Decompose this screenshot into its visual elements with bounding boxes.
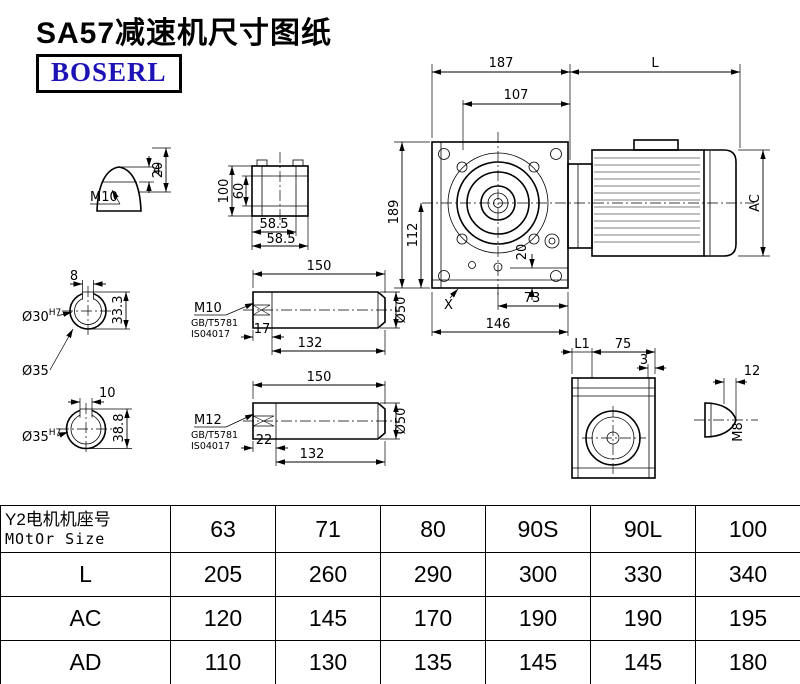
table-cell: 195 — [695, 596, 800, 641]
table-cell: 145 — [275, 596, 381, 641]
outer-dia-label: Ø35 — [22, 364, 49, 379]
dim-132b-label: 132 — [300, 447, 325, 462]
dim-22-label: 22 — [256, 433, 273, 448]
dim-58a-label: 58.5 — [260, 217, 289, 232]
standard-1b-label: GB/T5781 — [191, 430, 238, 441]
table-cell: 190 — [485, 596, 591, 641]
thread-m10-label: M10 — [194, 301, 222, 316]
dim-keywidth-label: 8 — [70, 269, 78, 284]
standard-1-label: GB/T5781 — [191, 318, 238, 329]
flange-view: 100 60 58.5 58.5 — [217, 152, 309, 250]
shaft-section-view-2: 150 M12 GB/T5781 IS04017 22 132 — [191, 370, 409, 466]
dim-112-label: 112 — [406, 223, 421, 248]
table-cell: 290 — [380, 552, 486, 597]
bore-section-view-1: 8 33.3 Ø30H7 Ø35 — [22, 269, 130, 379]
table-cell: 340 — [695, 552, 800, 597]
motor-frame-label-cn: Y2电机机座号 — [5, 510, 111, 529]
shaft-section-view-1: 150 M10 GB/T5781 IS04017 17 132 — [191, 259, 409, 355]
table-cell: 260 — [275, 552, 381, 597]
main-assembly-view: 187 L 107 189 112 20 73 X 146 — [387, 56, 770, 336]
motor-size-table: Y2电机机座号 MOtOr Size 63 71 80 90S 90L 100 … — [0, 505, 800, 684]
dim-189-label: 189 — [387, 200, 402, 225]
table-cell: 110 — [170, 640, 276, 684]
thread-m12-label: M12 — [194, 413, 222, 428]
side-view: L1 75 3 12 M8 — [561, 337, 761, 479]
table-cell: 100 — [695, 505, 800, 553]
table-cell: 63 — [170, 505, 276, 553]
table-cell: 90L — [590, 505, 696, 553]
dim-146-label: 146 — [486, 317, 511, 332]
dim-depth-label: 4 — [153, 163, 161, 178]
dim-20-label: 20 — [515, 244, 530, 261]
dim-187-label: 187 — [489, 56, 514, 71]
dim-150-label: 150 — [307, 259, 332, 274]
table-cell: 120 — [170, 596, 276, 641]
table-cell: 145 — [485, 640, 591, 684]
table-cell: 80 — [380, 505, 486, 553]
dim-keydepth2-label: 38.8 — [112, 414, 127, 443]
technical-drawing: 4 20 M10 100 60 — [22, 56, 770, 479]
dim-12-label: 12 — [744, 364, 761, 379]
table-cell: 90S — [485, 505, 591, 553]
dim-keywidth2-label: 10 — [99, 386, 116, 401]
bore-dia2-label: Ø35H7 — [22, 428, 61, 445]
dim-keydepth-label: 33.3 — [111, 296, 126, 325]
shaft-end-detail-view: 4 20 M10 — [90, 147, 171, 212]
table-cell: 205 — [170, 552, 276, 597]
table-cell: 170 — [380, 596, 486, 641]
table-cell: 71 — [275, 505, 381, 553]
dim-AC-label: AC — [748, 194, 763, 212]
dim-60-label: 60 — [232, 183, 247, 200]
motor-frame-label-en: MOtOr Size — [5, 530, 106, 548]
row-label: AC — [0, 596, 171, 641]
dim-150b-label: 150 — [307, 370, 332, 385]
dim-d50-label: Ø50 — [394, 297, 409, 324]
standard-2b-label: IS04017 — [191, 441, 230, 452]
table-row-L: L 205 260 290 300 330 340 — [0, 552, 800, 597]
row-label: AD — [0, 640, 171, 684]
sheet-title: SA57减速机尺寸图纸 — [36, 17, 333, 50]
thread-label: M10 — [90, 190, 118, 205]
standard-2-label: IS04017 — [191, 329, 230, 340]
dim-58b-label: 58.5 — [267, 232, 296, 247]
table-cell: 145 — [590, 640, 696, 684]
dim-d50b-label: Ø50 — [394, 408, 409, 435]
table-cell: 190 — [590, 596, 696, 641]
dim-107-label: 107 — [504, 88, 529, 103]
dim-height-label: 20 — [151, 162, 166, 179]
marker-x-label: X — [444, 298, 453, 313]
dim-132-label: 132 — [298, 336, 323, 351]
table-row-AD: AD 110 130 135 145 145 180 — [0, 640, 800, 684]
dim-3-label: 3 — [640, 353, 648, 368]
table-row-header: Y2电机机座号 MOtOr Size 63 71 80 90S 90L 100 — [0, 505, 800, 553]
table-cell: 135 — [380, 640, 486, 684]
dim-75-label: 75 — [615, 337, 632, 352]
dim-L1-label: L1 — [574, 337, 590, 352]
dim-73-label: 73 — [524, 291, 541, 306]
bore-section-view-2: 10 38.8 Ø35H7 — [22, 386, 132, 455]
brand-logo: BOSERL — [36, 54, 182, 93]
table-cell: 130 — [275, 640, 381, 684]
table-cell: 330 — [590, 552, 696, 597]
bore-dia-label: Ø30H7 — [22, 308, 61, 325]
dim-100-label: 100 — [217, 179, 232, 204]
dim-17-label: 17 — [254, 322, 271, 337]
table-row-AC: AC 120 145 170 190 190 195 — [0, 596, 800, 641]
table-cell: 180 — [695, 640, 800, 684]
table-cell: 300 — [485, 552, 591, 597]
thread-m8-label: M8 — [731, 422, 746, 442]
table-header-cell: Y2电机机座号 MOtOr Size — [0, 505, 171, 553]
row-label: L — [0, 552, 171, 597]
dim-L-label: L — [651, 56, 659, 71]
